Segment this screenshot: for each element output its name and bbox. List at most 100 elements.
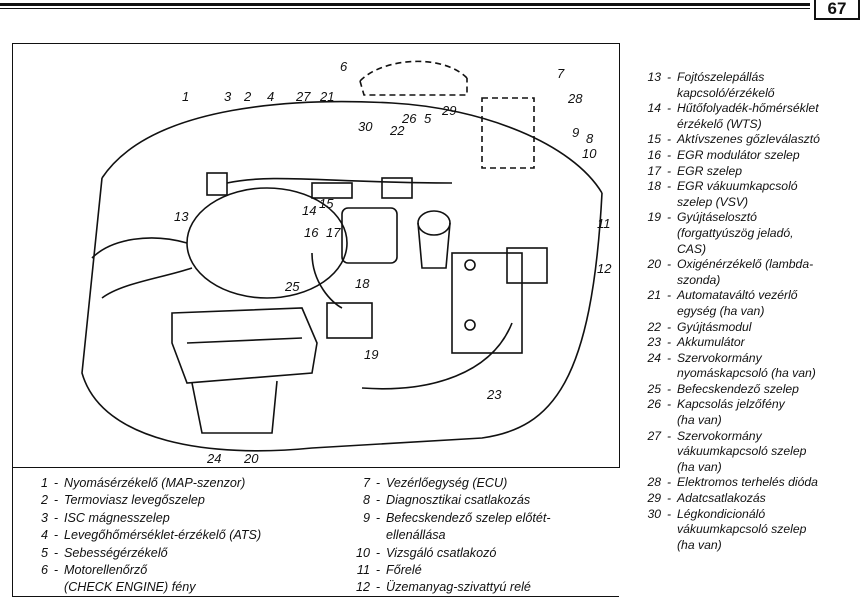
legend-text: Sebességérzékelő: [64, 545, 168, 560]
legend-number: 20: [647, 257, 661, 272]
legend-number: 7: [362, 476, 370, 490]
legend-text: Aktívszenes gőzleválasztó: [677, 132, 820, 147]
callout-13: 13: [174, 209, 189, 224]
legend-number: 15: [647, 132, 661, 147]
legend-item: 18-EGR vákuumkapcsoló szelep (VSV): [625, 179, 865, 210]
legend-dash: -: [375, 580, 381, 595]
legend-item: 7-Vezérlőegység (ECU): [340, 475, 551, 492]
legend-number: 17: [647, 163, 661, 178]
legend-dash: -: [666, 163, 672, 178]
legend-dash: -: [666, 101, 672, 116]
callout-20: 20: [243, 451, 259, 466]
legend-text: Befecskendező szelep: [677, 381, 799, 396]
legend-item: 8-Diagnosztikai csatlakozás: [340, 492, 551, 509]
legend-text: Fojtószelepállás kapcsoló/érzékelő: [677, 70, 775, 100]
legend-text: Vizsgáló csatlakozó: [386, 545, 497, 560]
legend-dash: -: [375, 510, 381, 525]
legend-item: 26-Kapcsolás jelzőfény (ha van): [625, 397, 865, 428]
legend-number: 10: [355, 545, 370, 560]
legend-item: 23-Akkumulátor: [625, 335, 865, 351]
legend-number: 30: [647, 506, 661, 521]
legend-item: 9-Befecskendező szelep előtét- ellenállá…: [340, 510, 551, 545]
legend-number: 6: [40, 563, 48, 578]
legend-item: 19-Gyújtáselosztó (forgattyúszög jeladó,…: [625, 210, 865, 257]
legend-dash: -: [666, 397, 672, 412]
legend-text: Hűtőfolyadék-hőmérséklet érzékelő (WTS): [677, 101, 819, 131]
legend-item: 27-Szervokormány vákuumkapcsoló szelep (…: [625, 429, 865, 476]
legend-dash: -: [666, 70, 672, 84]
legend-number: 5: [40, 545, 48, 560]
callout-16: 16: [304, 225, 319, 240]
callout-14: 14: [302, 203, 316, 218]
legend-text: Levegőhőmérséklet-érzékelő (ATS): [64, 528, 262, 543]
legend-text: Diagnosztikai csatlakozás: [386, 493, 531, 508]
legend-dash: -: [53, 493, 59, 508]
legend-item: 15-Aktívszenes gőzleválasztó: [625, 132, 865, 148]
legend-text: EGR modulátor szelep: [677, 147, 800, 162]
legend-item: 28-Elektromos terhelés dióda: [625, 475, 865, 491]
legend-text: EGR szelep: [677, 163, 743, 178]
legend-number: 13: [647, 70, 661, 84]
legend-dash: -: [666, 428, 672, 443]
legend-text: Oxigénérzékelő (lambda- szonda): [677, 257, 814, 287]
callout-28: 28: [567, 91, 583, 106]
legend-number: 29: [647, 491, 661, 506]
legend-dash: -: [666, 210, 672, 225]
callout-24: 24: [206, 451, 221, 466]
legend-dash: -: [666, 350, 672, 365]
legend-text: ISC mágnesszelep: [64, 510, 170, 525]
legend-number: 16: [647, 147, 661, 162]
legend-text: Kapcsolás jelzőfény (ha van): [677, 397, 785, 428]
legend-text: Termoviasz levegőszelep: [64, 493, 205, 508]
legend-number: 26: [647, 397, 661, 412]
callout-10: 10: [582, 146, 597, 161]
legend-item: 10-Vizsgáló csatlakozó: [340, 545, 551, 562]
callout-11: 11: [597, 216, 611, 231]
legend-dash: -: [666, 132, 672, 147]
header-rule: [0, 0, 810, 12]
legend-number: 9: [362, 510, 370, 525]
legend-dash: -: [666, 475, 672, 490]
legend-text: Elektromos terhelés dióda: [677, 475, 818, 490]
legend-number: 3: [40, 510, 48, 525]
legend-item: 16-EGR modulátor szelep: [625, 148, 865, 164]
legend-dash: -: [53, 563, 59, 578]
callout-6: 6: [340, 59, 348, 74]
legend-bottom-mid: 7-Vezérlőegység (ECU)8-Diagnosztikai csa…: [340, 475, 551, 597]
legend-text: Automataváltó vezérlő egység (ha van): [677, 288, 798, 318]
legend-dash: -: [666, 335, 672, 350]
legend-item: 20-Oxigénérzékelő (lambda- szonda): [625, 257, 865, 288]
legend-text: Adatcsatlakozás: [677, 491, 766, 506]
diagram-frame: [12, 43, 620, 468]
callout-30: 30: [358, 119, 373, 134]
legend-dash: -: [53, 528, 59, 543]
legend-number: 21: [647, 288, 661, 303]
legend-item: 17-EGR szelep: [625, 164, 865, 180]
legend-number: 14: [647, 101, 661, 116]
legend-dash: -: [53, 476, 59, 490]
callout-26: 26: [401, 111, 417, 126]
legend-item: 6-Motorellenőrző (CHECK ENGINE) fény: [26, 562, 261, 597]
legend-item: 12-Üzemanyag-szivattyú relé: [340, 579, 551, 596]
callout-23: 23: [486, 387, 502, 402]
callout-8: 8: [586, 131, 594, 146]
callout-15: 15: [319, 196, 334, 211]
callout-21: 21: [319, 89, 334, 104]
callout-3: 3: [224, 89, 232, 104]
legend-text: Motorellenőrző (CHECK ENGINE) fény: [64, 563, 196, 595]
legend-dash: -: [375, 476, 381, 490]
legend-dash: -: [666, 288, 672, 303]
legend-text: EGR vákuumkapcsoló szelep (VSV): [677, 179, 798, 209]
callout-4: 4: [267, 89, 274, 104]
legend-number: 8: [362, 493, 370, 508]
legend-dash: -: [375, 493, 381, 508]
legend-item: 13-Fojtószelepállás kapcsoló/érzékelő: [625, 70, 865, 101]
legend-text: Gyújtásmodul: [677, 319, 752, 334]
callout-25: 25: [284, 279, 300, 294]
legend-item: 25-Befecskendező szelep: [625, 382, 865, 398]
legend-bottom-left: 1-Nyomásérzékelő (MAP-szenzor)2-Termovia…: [26, 475, 261, 597]
legend-item: 3-ISC mágnesszelep: [26, 510, 261, 527]
legend-text: Akkumulátor: [677, 335, 745, 350]
legend-item: 21-Automataváltó vezérlő egység (ha van): [625, 288, 865, 319]
callout-1: 1: [182, 89, 189, 104]
